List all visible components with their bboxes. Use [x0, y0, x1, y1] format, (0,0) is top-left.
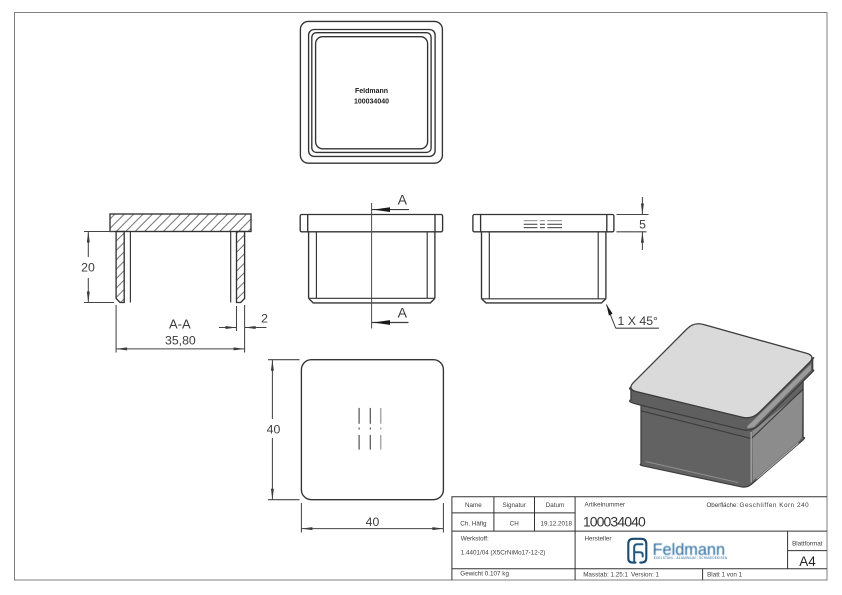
svg-text:Hersteller: Hersteller [585, 535, 612, 542]
svg-text:Gewicht 0.107 kg: Gewicht 0.107 kg [460, 570, 509, 577]
svg-text:Datum: Datum [546, 502, 565, 509]
svg-text:Oberfläche:: Oberfläche: [707, 502, 739, 509]
svg-text:Ch. Häfig: Ch. Häfig [460, 521, 487, 528]
svg-text:2: 2 [261, 312, 268, 326]
svg-text:1.4401/04 (X5CrNiMo17-12-2): 1.4401/04 (X5CrNiMo17-12-2) [461, 550, 546, 557]
svg-text:Blattformat: Blattformat [792, 541, 823, 548]
svg-text:20: 20 [81, 261, 95, 275]
svg-text:19.12.2018: 19.12.2018 [541, 521, 573, 528]
svg-text:Geschliffen Korn 240: Geschliffen Korn 240 [740, 502, 810, 509]
svg-text:Artikelnummer: Artikelnummer [585, 502, 626, 509]
svg-text:Signatur: Signatur [502, 502, 525, 509]
svg-text:Version: 1: Version: 1 [631, 572, 660, 579]
svg-text:5: 5 [639, 218, 646, 232]
svg-text:40: 40 [366, 515, 380, 529]
svg-text:A: A [398, 192, 408, 208]
svg-text:Feldmann: Feldmann [355, 88, 388, 95]
svg-text:1 X 45°: 1 X 45° [618, 314, 659, 328]
svg-text:EDELSTAHL - ALUMINIUM - SCHMIE: EDELSTAHL - ALUMINIUM - SCHMIEDEEISEN [654, 556, 728, 560]
svg-text:Name: Name [465, 502, 482, 509]
svg-text:Werkstoff:: Werkstoff: [461, 536, 489, 543]
svg-text:CH: CH [510, 521, 520, 528]
svg-text:Masstab: 1.25:1: Masstab: 1.25:1 [583, 572, 628, 579]
svg-text:100034040: 100034040 [583, 514, 646, 530]
svg-text:35,80: 35,80 [165, 334, 196, 348]
svg-text:100034040: 100034040 [354, 99, 389, 106]
svg-text:A4: A4 [799, 554, 816, 569]
svg-text:40: 40 [267, 423, 281, 437]
svg-text:A-A: A-A [169, 317, 191, 332]
svg-text:Feldmann: Feldmann [653, 541, 725, 559]
svg-text:Blatt 1 von 1: Blatt 1 von 1 [707, 572, 743, 579]
svg-text:A: A [398, 305, 408, 321]
